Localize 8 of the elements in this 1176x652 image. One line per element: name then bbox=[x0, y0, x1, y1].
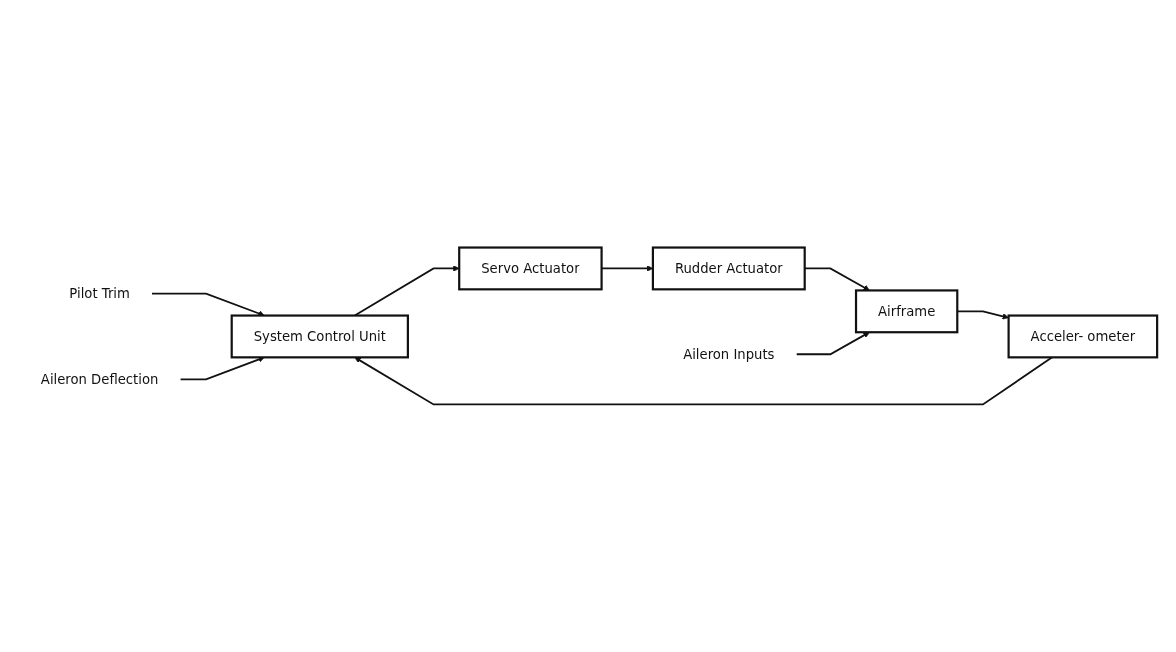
node-box: Rudder Actuator bbox=[651, 246, 806, 291]
node-box: Acceler- ometer bbox=[1007, 314, 1159, 359]
node-text: Aileron Deflection bbox=[40, 371, 159, 388]
node-box: Airframe bbox=[854, 289, 959, 334]
node-text: Aileron Inputs bbox=[683, 346, 775, 362]
node-box: System Control Unit bbox=[230, 314, 409, 359]
node-text: Pilot Trim bbox=[69, 285, 130, 302]
node-box: Servo Actuator bbox=[458, 246, 603, 291]
